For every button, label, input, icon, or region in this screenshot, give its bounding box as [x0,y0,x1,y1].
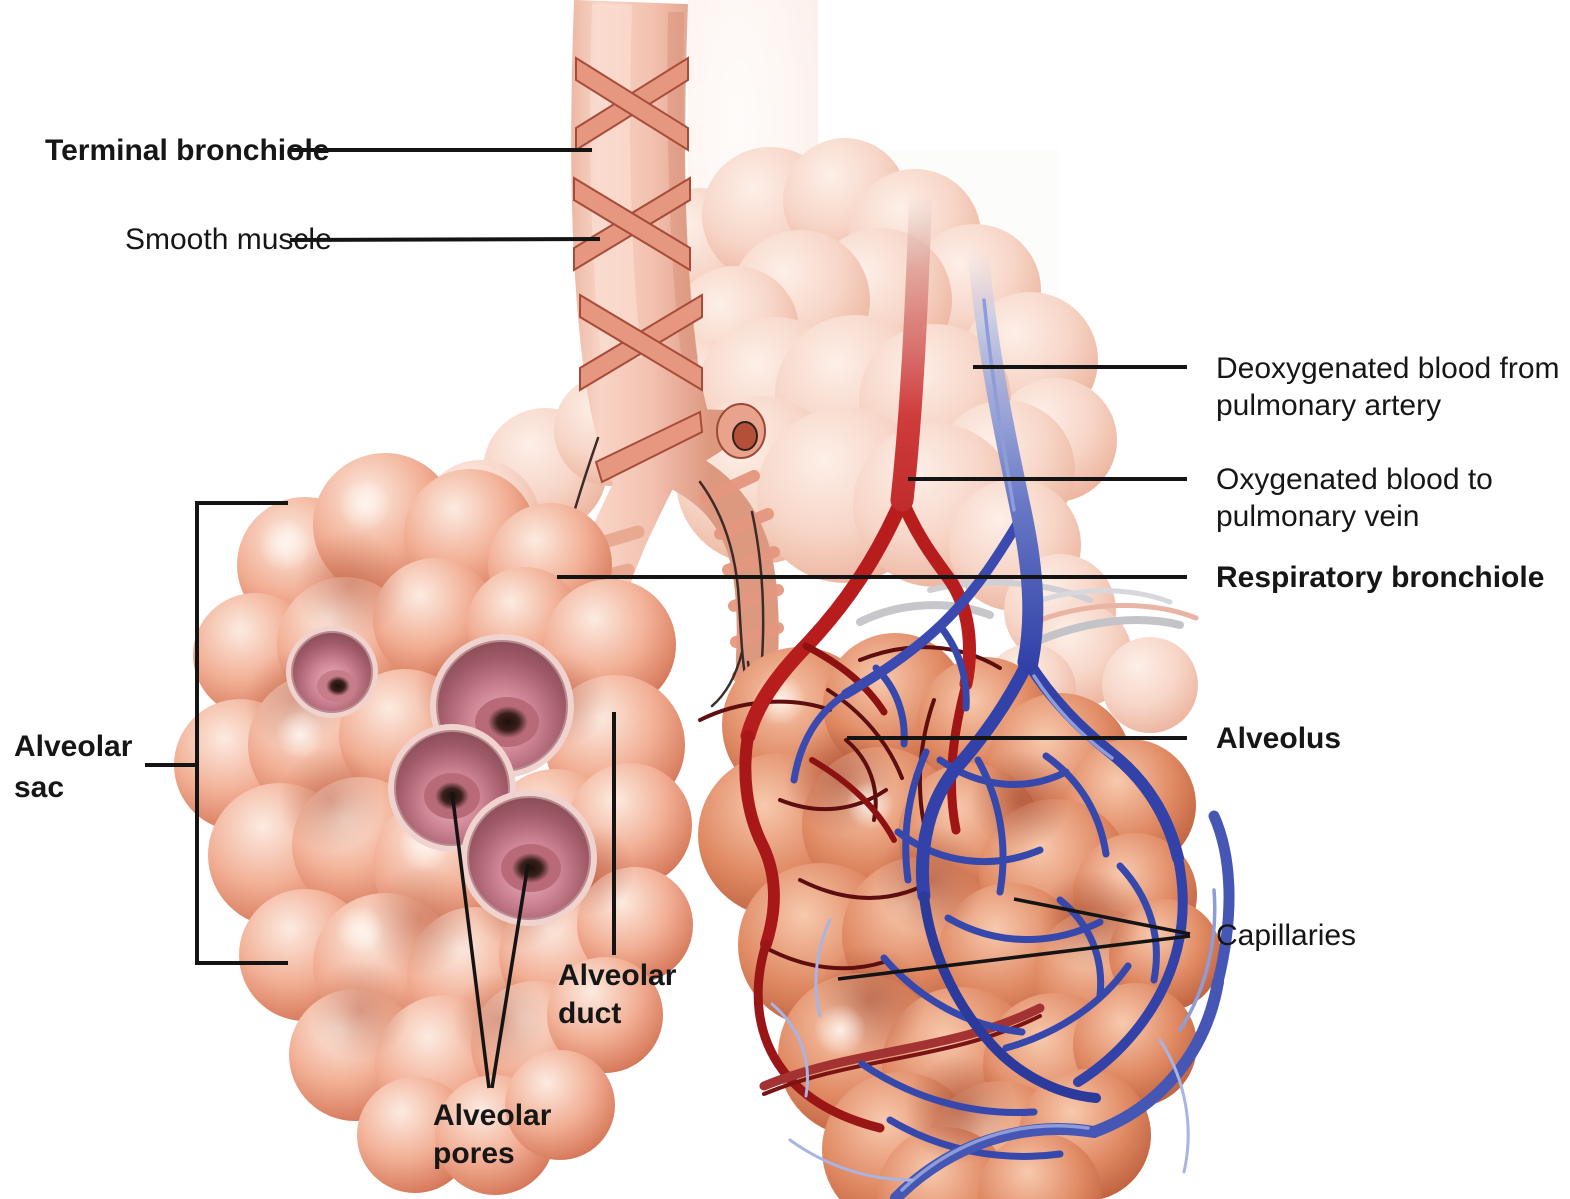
leader-smooth-muscle [289,237,601,242]
alveolar-sac-bracket [195,501,288,965]
leader-capillaries-upper [1013,897,1191,936]
label-alveolus: Alveolus [1216,722,1342,755]
pulmonary-red-vessels [698,173,1045,1133]
label-capillaries: Capillaries [1216,919,1357,952]
label-deoxygenated-blood: Deoxygenated blood from pulmonary artery [1216,352,1560,422]
label-respiratory-bronchiole: Respiratory bronchiole [1216,561,1545,594]
leader-lines [145,148,1191,1089]
cut-alveolus [461,790,597,926]
pulmonary-blue-vessels [770,241,1235,1199]
label-alveolar-duct: Alveolar duct [558,959,677,1030]
label-terminal-bronchiole: Terminal bronchiole [45,134,330,167]
cut-alveolus [286,626,378,718]
cut-open-alveoli [286,626,597,926]
leader-capillaries-lower [837,934,1191,981]
label-alveolar-pores: Alveolar pores [433,1099,552,1170]
label-alveolar-sac: Alveolar sac [14,730,133,804]
leader-alveolar-pore-2 [490,863,530,1089]
terminal-bronchiole-illustration [550,0,802,736]
label-oxygenated-blood: Oxygenated blood to pulmonary vein [1216,463,1493,533]
leader-alveolar-pore-1 [450,791,491,1089]
label-smooth-muscle: Smooth muscle [125,223,332,256]
